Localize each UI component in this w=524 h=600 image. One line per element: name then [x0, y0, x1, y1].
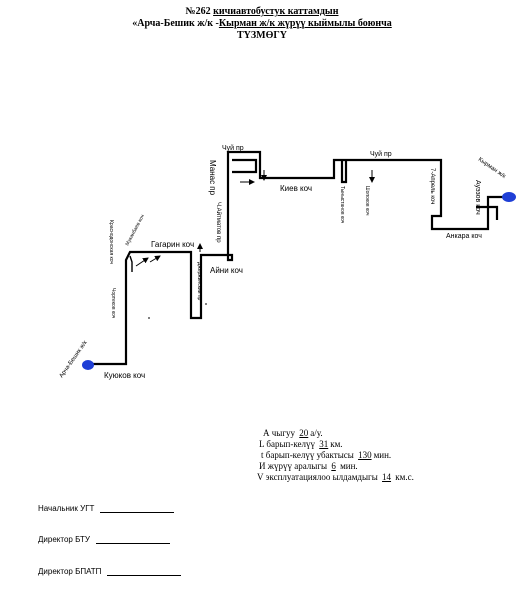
street-auezov: Ауэзов коч: [474, 180, 481, 215]
street-ankara: Анкара коч: [446, 233, 482, 240]
street-chui-left: Чуй пр: [222, 144, 244, 152]
street-mukanbaev: Муканбаев коч: [124, 213, 146, 247]
title-line-3: ТҮЗМӨГҮ: [237, 30, 287, 41]
label-kyrman: Кырман ж/к: [477, 157, 507, 180]
stat-i: И жүрүү аралыгы 6 мин.: [259, 461, 358, 471]
stat-a-value: 20: [299, 428, 309, 438]
stat-l-value: 31: [319, 439, 329, 449]
signature-line: [100, 504, 175, 513]
title-line-2: «Арча-Бешик ж/к -Кырман ж/к жүрүү кыймыл…: [0, 18, 524, 30]
label-archa-beshik: Арча-Бешик ж/к: [59, 340, 89, 380]
route-loop-manas: [232, 158, 258, 174]
signature-line: [107, 567, 182, 576]
stat-t-value: 130: [358, 450, 372, 460]
signature-bpatp: Директор БПАТП: [38, 567, 182, 576]
terminal-kyrman: [502, 192, 516, 202]
street-dzherzhinskiy: Джержинский пр: [196, 262, 203, 301]
street-7-april: 7-Апрель коч: [429, 168, 435, 204]
street-tynystanov: Тыныстанов коч: [339, 186, 345, 224]
street-kuyukov: Куюков коч: [104, 371, 145, 380]
street-manas: Манас пр: [208, 160, 217, 196]
title-line-1: №262 кичиавтобустук каттамдын: [0, 6, 524, 18]
route-line: [88, 150, 506, 366]
street-krasnodonskaya: Краснодонская коч: [108, 220, 114, 264]
street-chortekov: Чортеков коч: [110, 288, 116, 319]
route-line-inner: [129, 255, 133, 272]
street-shopokov: Шопоков коч: [364, 186, 370, 216]
title-route-word: кичиавтобустук каттамдын: [213, 6, 339, 17]
signature-btu: Директор БТУ: [38, 535, 170, 544]
stat-i-value: 6: [331, 461, 336, 471]
direction-arrow: [135, 257, 149, 267]
signature-line: [95, 535, 170, 544]
route-number: №262: [185, 6, 211, 17]
title-end: Кырман ж/к жүрүү кыймылы боюнча: [218, 18, 392, 29]
title-start: «Арча-Бешик ж/к -: [132, 18, 219, 29]
street-chui-right: Чуй пр: [370, 150, 392, 158]
street-ayni: Айни коч: [210, 266, 243, 275]
street-kiev: Киев коч: [280, 184, 312, 193]
route-loop-auezov: [476, 205, 499, 220]
stat-v-value: 14: [382, 472, 392, 482]
street-gagarin: Гагарин коч: [151, 240, 194, 249]
stat-v: V эксплуатациялоо ылдамдыгы 14 км.с.: [257, 472, 414, 482]
street-chyngyz-aitmatov: Ч.Айтматов пр: [215, 202, 222, 243]
terminal-archa-beshik: [82, 360, 94, 370]
direction-arrow: [149, 255, 161, 263]
signature-ugt: Начальник УГТ: [38, 504, 175, 513]
